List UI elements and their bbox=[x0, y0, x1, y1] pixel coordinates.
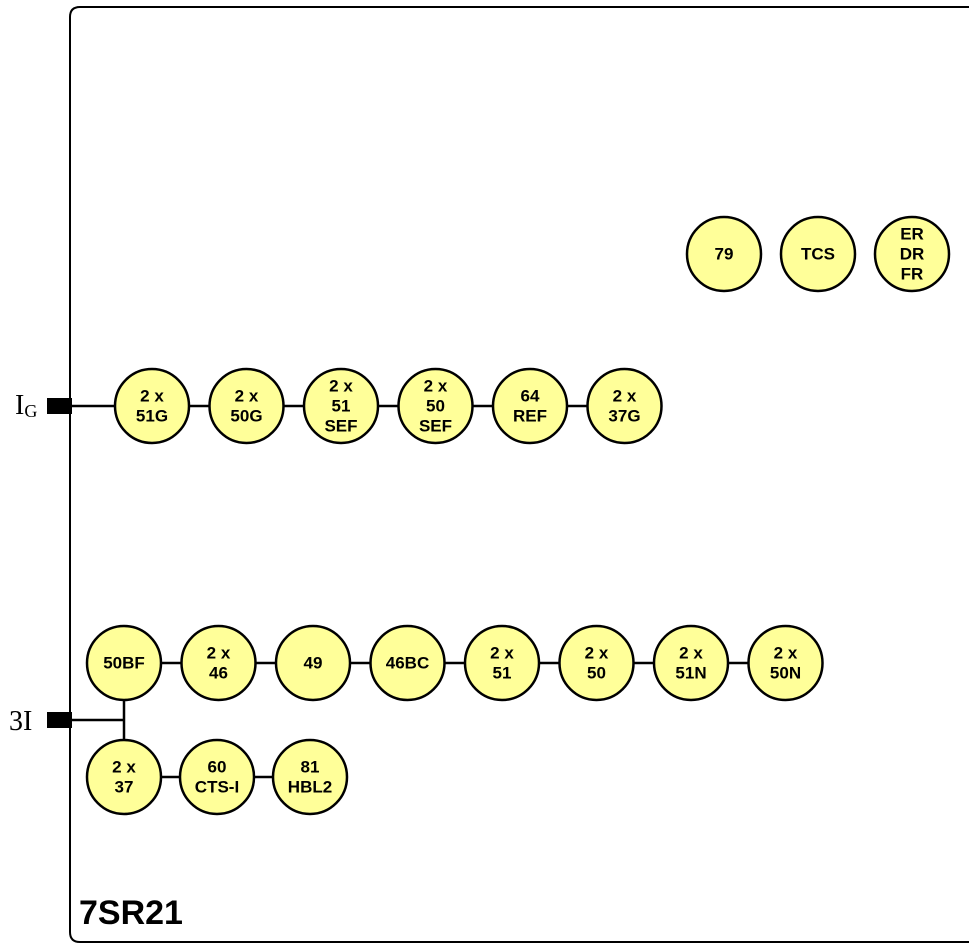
function-label: 2 x bbox=[207, 644, 231, 663]
function-label: 46 bbox=[209, 664, 228, 683]
function-label: REF bbox=[513, 407, 547, 426]
function-node: TCS bbox=[779, 215, 857, 293]
function-node: 2 x50 bbox=[558, 624, 635, 702]
function-label: 2 x bbox=[424, 377, 448, 396]
function-label: 64 bbox=[521, 387, 540, 406]
function-label: 50 bbox=[587, 664, 606, 683]
function-node: 2 x51 bbox=[463, 624, 541, 702]
function-label: 79 bbox=[715, 245, 734, 264]
function-circle bbox=[652, 624, 730, 702]
function-label: 2 x bbox=[140, 387, 164, 406]
function-label: 50N bbox=[770, 664, 801, 683]
function-label: 51 bbox=[332, 397, 351, 416]
function-label: HBL2 bbox=[288, 778, 332, 797]
function-label: FR bbox=[901, 265, 924, 284]
function-label: 37G bbox=[608, 407, 640, 426]
function-label: TCS bbox=[801, 245, 835, 264]
function-label: 46BC bbox=[386, 654, 429, 673]
function-label: SEF bbox=[324, 417, 357, 436]
ig-label-sub: G bbox=[24, 401, 37, 421]
three-phase-label: 3I bbox=[9, 706, 32, 737]
function-circle bbox=[178, 738, 256, 816]
function-circle bbox=[558, 624, 635, 702]
ig-label-main: I bbox=[15, 390, 24, 421]
function-label: SEF bbox=[419, 417, 452, 436]
function-node: 46BC bbox=[369, 624, 446, 702]
function-circle bbox=[397, 367, 474, 445]
function-label: 50 bbox=[426, 397, 445, 416]
function-circle bbox=[463, 624, 541, 702]
function-circle bbox=[586, 367, 663, 445]
function-circle bbox=[779, 215, 857, 293]
function-label: 2 x bbox=[490, 644, 514, 663]
function-circle bbox=[369, 624, 446, 702]
ig-terminal bbox=[47, 398, 72, 414]
function-label: 51G bbox=[136, 407, 168, 426]
function-node: 50BF bbox=[85, 624, 163, 702]
function-label: 50G bbox=[230, 407, 262, 426]
function-circle bbox=[85, 624, 163, 702]
function-label: 60 bbox=[208, 758, 227, 777]
function-label: 2 x bbox=[329, 377, 353, 396]
function-label: 2 x bbox=[235, 387, 259, 406]
function-label: 37 bbox=[115, 778, 134, 797]
function-node: 79 bbox=[685, 215, 763, 293]
function-circle bbox=[685, 215, 763, 293]
function-circle bbox=[180, 624, 257, 702]
function-circle bbox=[491, 367, 569, 445]
model-label: 7SR21 bbox=[79, 894, 183, 932]
function-circle bbox=[873, 215, 951, 293]
function-label: 2 x bbox=[679, 644, 703, 663]
function-label: 2 x bbox=[585, 644, 609, 663]
function-label: 2 x bbox=[613, 387, 637, 406]
connection-lines bbox=[72, 404, 785, 779]
function-label: 49 bbox=[304, 654, 323, 673]
function-node: 2 x37 bbox=[85, 738, 163, 816]
ig-label: IG bbox=[15, 390, 37, 421]
function-circle bbox=[302, 367, 380, 445]
three-phase-terminal bbox=[47, 712, 72, 728]
relay-enclosure-border bbox=[69, 6, 969, 943]
function-node: 49 bbox=[274, 624, 352, 702]
function-circle bbox=[85, 738, 163, 816]
function-circle bbox=[747, 624, 824, 702]
function-label: DR bbox=[900, 245, 925, 264]
function-label: CTS-I bbox=[195, 778, 239, 797]
function-label: 2 x bbox=[774, 644, 798, 663]
function-label: 50BF bbox=[103, 654, 145, 673]
function-label: 51N bbox=[675, 664, 706, 683]
function-circle bbox=[208, 367, 285, 445]
function-label: 51 bbox=[493, 664, 512, 683]
function-node: 2 x46 bbox=[180, 624, 257, 702]
function-label: 2 x bbox=[112, 758, 136, 777]
function-circle bbox=[271, 738, 349, 816]
function-label: 81 bbox=[301, 758, 320, 777]
function-label: ER bbox=[900, 225, 924, 244]
function-circle bbox=[113, 367, 191, 445]
function-circle bbox=[274, 624, 352, 702]
